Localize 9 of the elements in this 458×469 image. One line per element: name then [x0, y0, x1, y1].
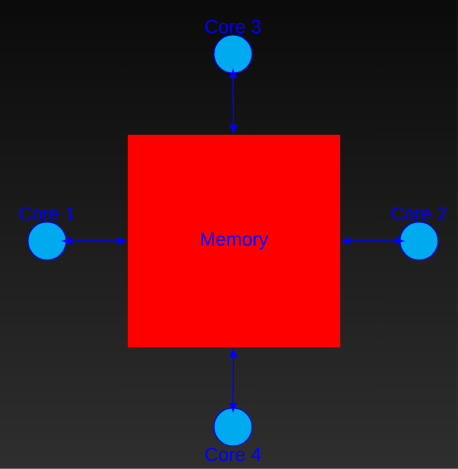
- core-label: Core 1: [19, 206, 75, 220]
- arrow: [62, 237, 126, 245]
- core-label: Core 4: [205, 448, 261, 462]
- arrow: [229, 348, 238, 412]
- arrow: [229, 70, 238, 134]
- core-label: Core 3: [205, 20, 261, 34]
- arrow: [342, 237, 404, 245]
- memory-box: Memory: [128, 134, 340, 348]
- core-label: Core 2: [391, 206, 447, 220]
